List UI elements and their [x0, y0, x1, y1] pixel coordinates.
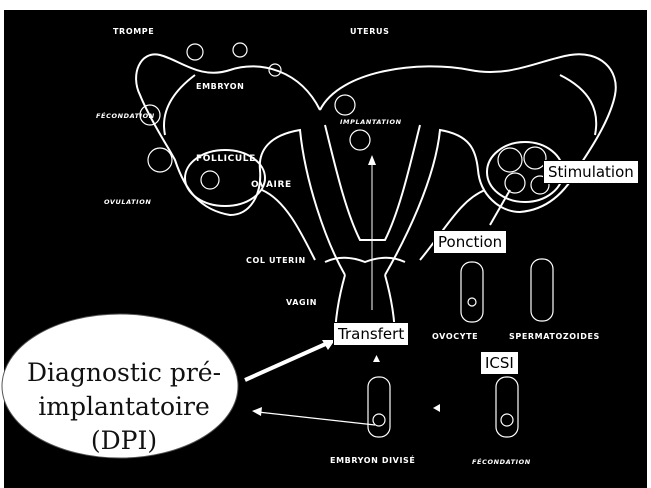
- label-ovocyte: OVOCYTE: [432, 332, 478, 341]
- label-spermatozoides: SPERMATOZOIDES: [509, 332, 600, 341]
- dpi-line-2: implantatoire: [5, 390, 243, 424]
- label-trompe: TROMPE: [113, 27, 154, 36]
- label-embryon: EMBRYON: [196, 82, 244, 91]
- right-tube-inner: [560, 75, 596, 135]
- label-ovaire: OVAIRE: [251, 180, 292, 190]
- embryo-tube: [368, 377, 390, 437]
- label-vagin: VAGIN: [286, 298, 317, 307]
- callout-icsi: ICSI: [480, 351, 519, 375]
- ovocyte-tube: [461, 262, 483, 322]
- dpi-line-1: Diagnostic pré-: [5, 356, 243, 390]
- fecondation-tube: [496, 377, 518, 437]
- sperm-tube: [531, 259, 553, 321]
- label-follicule: FOLLICULE: [196, 154, 256, 164]
- label-uterus: UTERUS: [350, 27, 389, 36]
- divided-embryo: [373, 414, 385, 426]
- tube-to-transfert-marker: [373, 355, 380, 362]
- left-tube-inner: [164, 75, 195, 135]
- follicle-left: [148, 148, 172, 172]
- label-embryon-divise: EMBRYON DIVISÉ: [330, 456, 415, 465]
- label-ovulation: OVULATION: [104, 198, 151, 206]
- ovulation-cell: [201, 171, 219, 189]
- dpi-label: Diagnostic pré- implantatoire (DPI): [5, 356, 243, 458]
- transfert-to-dpi-line: [245, 342, 330, 380]
- dpi-line-3: (DPI): [5, 424, 243, 458]
- label-fecondation: FÉCONDATION: [96, 112, 155, 120]
- transfer-arrowhead: [368, 155, 376, 165]
- embryo-to-dpi-arrowhead: [252, 407, 262, 416]
- tube-embryo-2: [233, 43, 247, 57]
- label-col-uterin: COL UTERIN: [246, 256, 306, 265]
- implantation-cell: [350, 130, 370, 150]
- label-implantation: IMPLANTATION: [340, 118, 402, 126]
- embryo-to-dpi-line: [258, 412, 375, 425]
- callout-ponction: Ponction: [433, 230, 507, 254]
- implantation-embryo: [335, 95, 355, 115]
- label-fecondation-bottom: FÉCONDATION: [472, 458, 531, 466]
- right-follicle-3: [505, 173, 525, 193]
- callout-transfert: Transfert: [333, 322, 409, 346]
- left-ligament: [262, 190, 315, 260]
- ovocyte-cell: [468, 298, 476, 306]
- icsi-to-embryo-marker: [433, 404, 440, 412]
- tube-embryo-1: [187, 44, 203, 60]
- fecondation-tube-cell: [501, 414, 513, 426]
- callout-stimulation: Stimulation: [543, 160, 639, 184]
- right-follicle-1: [498, 148, 522, 172]
